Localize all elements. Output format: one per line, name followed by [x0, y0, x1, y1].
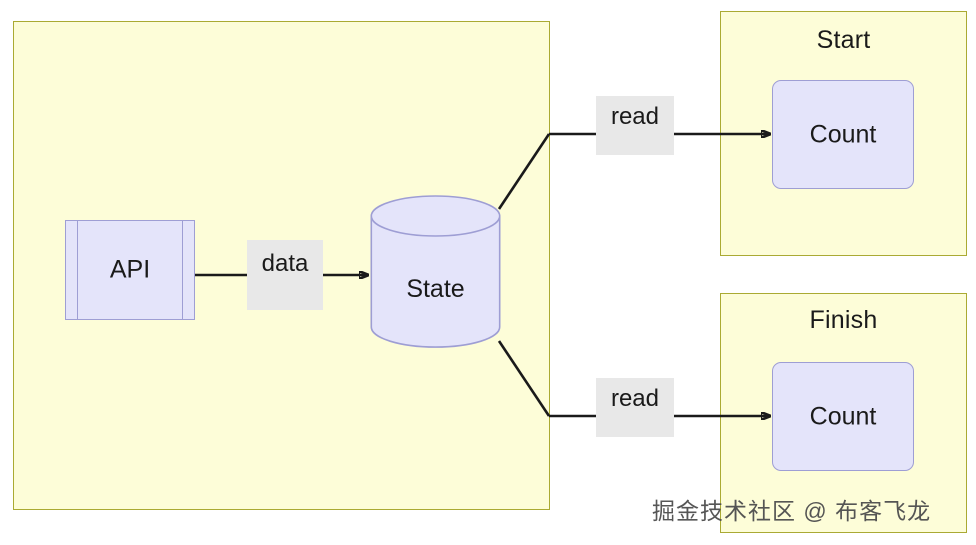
start-subgraph-title: Start — [816, 26, 871, 54]
node-api[interactable]: API — [65, 220, 195, 320]
finish-subgraph-title: Finish — [809, 306, 878, 334]
watermark-text: 掘金技术社区 @ 布客飞龙 — [652, 498, 932, 524]
subroutine-left-bar — [77, 221, 78, 319]
cylinder-shape — [370, 195, 501, 348]
node-state[interactable]: State — [370, 195, 501, 348]
node-count-start-label: Count — [809, 120, 877, 148]
edge-label-data: data — [247, 240, 323, 310]
node-count-finish[interactable]: Count — [772, 362, 914, 471]
subroutine-right-bar — [182, 221, 183, 319]
node-api-label: API — [109, 255, 151, 284]
node-count-finish-label: Count — [809, 402, 877, 430]
edge-label-read-start: read — [596, 96, 674, 155]
edge-label-read-finish: read — [596, 378, 674, 437]
node-count-start[interactable]: Count — [772, 80, 914, 189]
node-state-label: State — [406, 275, 465, 303]
